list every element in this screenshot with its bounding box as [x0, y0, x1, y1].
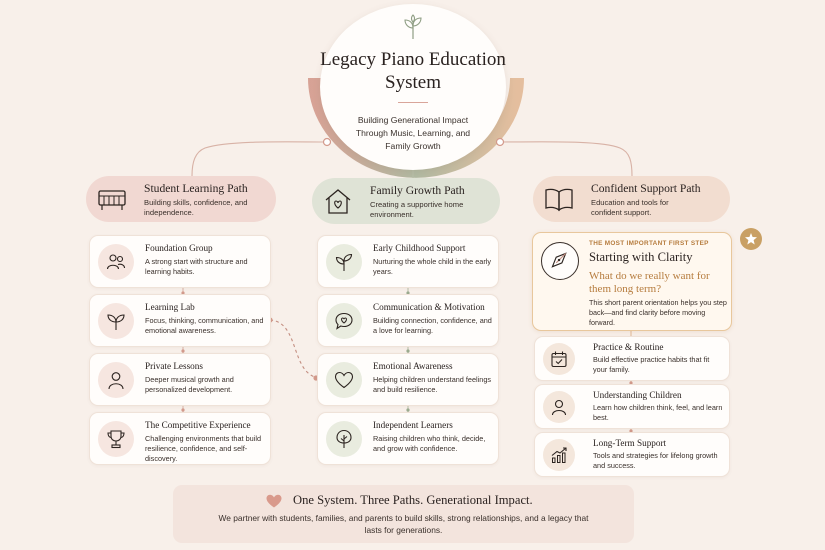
footer-desc: We partner with students, families, and …: [218, 513, 589, 535]
card-title: Foundation Group: [145, 243, 213, 253]
page-title: Legacy Piano Education System: [320, 49, 506, 93]
card-independent-learners[interactable]: Independent Learners Raising children wh…: [317, 412, 499, 465]
trophy-icon: [107, 430, 125, 449]
featured-question: What do we really want for them long ter…: [589, 270, 710, 295]
card-icon-badge: [543, 343, 575, 375]
card-desc: Raising children who think, decide, and …: [373, 434, 486, 453]
star-badge: [740, 228, 762, 250]
card-title: Communication & Motivation: [373, 302, 485, 312]
footer-banner: One System. Three Paths. Generational Im…: [173, 485, 634, 543]
path-header-family[interactable]: Family Growth Path Creating a supportive…: [312, 178, 500, 224]
growth-chart-icon: [551, 447, 567, 463]
person-icon: [551, 399, 567, 416]
card-desc: Helping children understand feelings and…: [373, 375, 492, 394]
card-icon-badge: [541, 242, 579, 280]
featured-desc: This short parent orientation helps you …: [589, 298, 727, 327]
card-competitive-experience[interactable]: The Competitive Experience Challenging e…: [89, 412, 271, 465]
piano-icon: [98, 190, 126, 210]
featured-title: Starting with Clarity: [589, 250, 693, 264]
path-title: Family Growth Path: [370, 184, 465, 197]
card-title: Early Childhood Support: [373, 243, 466, 253]
compass-icon: [551, 252, 567, 268]
heart-icon: [334, 371, 354, 389]
featured-kicker: THE MOST IMPORTANT FIRST STEP: [589, 240, 709, 247]
card-desc: A strong start with structure and learni…: [145, 257, 248, 276]
card-desc: Nurturing the whole child in the early y…: [373, 257, 492, 276]
card-icon-badge: [98, 303, 134, 339]
card-title: The Competitive Experience: [145, 420, 251, 430]
card-icon-badge: [543, 391, 575, 423]
path-desc: Creating a supportive home environment.: [370, 200, 464, 219]
featured-card-starting-with-clarity[interactable]: THE MOST IMPORTANT FIRST STEP Starting w…: [532, 232, 732, 331]
card-icon-badge: [326, 362, 362, 398]
card-communication-motivation[interactable]: Communication & Motivation Building conn…: [317, 294, 499, 347]
card-early-childhood-support[interactable]: Early Childhood Support Nurturing the wh…: [317, 235, 499, 288]
heart-icon: [266, 494, 282, 508]
book-icon: [545, 188, 573, 212]
card-title: Independent Learners: [373, 420, 453, 430]
card-icon-badge: [98, 421, 134, 457]
card-desc: Tools and strategies for lifelong growth…: [593, 451, 718, 470]
path-desc: Building skills, confidence, and indepen…: [144, 198, 248, 217]
home-heart-icon: [325, 189, 351, 214]
card-foundation-group[interactable]: Foundation Group A strong start with str…: [89, 235, 271, 288]
path-header-student[interactable]: Student Learning Path Building skills, c…: [86, 176, 276, 222]
card-icon-badge: [326, 303, 362, 339]
path-desc: Education and tools for confident suppor…: [591, 198, 669, 217]
chat-heart-icon: [335, 312, 353, 330]
footer-title: One System. Three Paths. Generational Im…: [293, 493, 533, 507]
card-title: Emotional Awareness: [373, 361, 453, 371]
person-icon: [108, 372, 124, 390]
hub-subtitle: Building Generational Impact Through Mus…: [355, 115, 471, 151]
card-icon-badge: [98, 244, 134, 280]
card-desc: Building connection, confidence, and a l…: [373, 316, 492, 335]
card-title: Learning Lab: [145, 302, 195, 312]
card-icon-badge: [326, 421, 362, 457]
card-desc: Challenging environments that build resi…: [145, 434, 262, 463]
sprout-icon: [335, 253, 353, 271]
path-title: Confident Support Path: [591, 182, 701, 195]
system-hub: Legacy Piano Education System Building G…: [320, 4, 506, 170]
card-title: Practice & Routine: [593, 342, 664, 352]
card-desc: Focus, thinking, communication, and emot…: [145, 316, 264, 335]
tree-icon: [336, 429, 352, 448]
group-icon: [106, 254, 126, 270]
card-practice-routine[interactable]: Practice & Routine Build effective pract…: [534, 336, 730, 381]
card-private-lessons[interactable]: Private Lessons Deeper musical growth an…: [89, 353, 271, 406]
card-title: Understanding Children: [593, 390, 682, 400]
card-learning-lab[interactable]: Learning Lab Focus, thinking, communicat…: [89, 294, 271, 347]
card-desc: Deeper musical growth and personalized d…: [145, 375, 234, 394]
card-desc: Build effective practice habits that fit…: [593, 355, 710, 374]
path-title: Student Learning Path: [144, 182, 248, 195]
star-icon: [745, 233, 757, 245]
sprout-icon: [404, 14, 422, 39]
divider: [398, 102, 428, 103]
card-desc: Learn how children think, feel, and lear…: [593, 403, 723, 422]
card-understanding-children[interactable]: Understanding Children Learn how childre…: [534, 384, 730, 429]
card-emotional-awareness[interactable]: Emotional Awareness Helping children und…: [317, 353, 499, 406]
card-title: Private Lessons: [145, 361, 203, 371]
sprout-icon: [107, 314, 125, 330]
card-icon-badge: [326, 244, 362, 280]
calendar-check-icon: [551, 351, 567, 368]
card-title: Long-Term Support: [593, 438, 667, 448]
path-header-support[interactable]: Confident Support Path Education and too…: [533, 176, 730, 222]
card-long-term-support[interactable]: Long-Term Support Tools and strategies f…: [534, 432, 730, 477]
card-icon-badge: [543, 439, 575, 471]
card-icon-badge: [98, 362, 134, 398]
